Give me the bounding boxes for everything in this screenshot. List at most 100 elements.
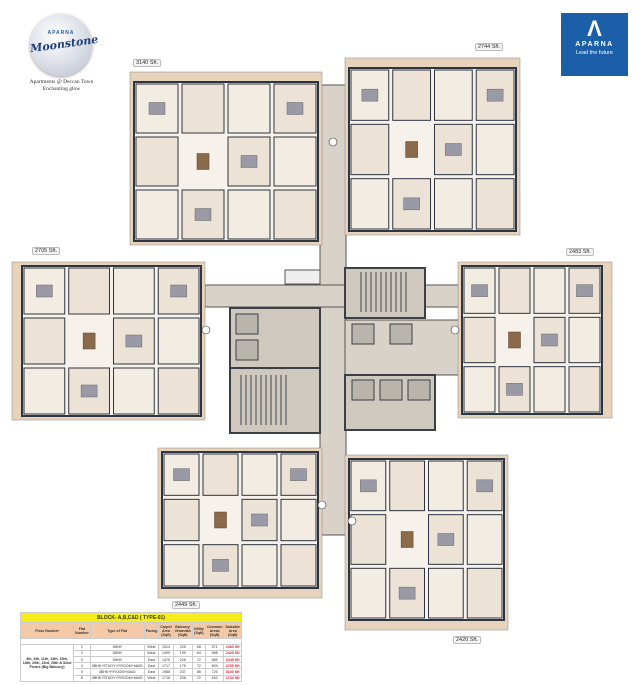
bed-furniture: [437, 533, 455, 546]
room: [273, 136, 317, 187]
room: [350, 567, 387, 619]
stair-step: [400, 272, 402, 312]
service-shaft-label-box: [284, 269, 321, 285]
room: [498, 267, 531, 314]
room: [392, 69, 431, 121]
room: [23, 317, 66, 365]
room: [350, 178, 390, 230]
stair-step: [250, 375, 252, 425]
dining-table: [196, 153, 210, 170]
stair-step: [360, 272, 362, 312]
header-type: Type of Flat: [89, 622, 145, 640]
bed-furniture: [360, 479, 377, 493]
stair-step: [375, 272, 377, 312]
table-title: BLOCK- A,B,C&D ( TYPE-01): [20, 611, 242, 624]
stair-step: [275, 375, 277, 425]
room: [428, 567, 464, 619]
table-cell: West: [143, 674, 160, 682]
tagline-line1: Apartments @ Deccan Town: [29, 79, 94, 85]
room: [241, 498, 278, 542]
room: [434, 69, 473, 121]
lift-shaft: [407, 379, 431, 401]
room: [475, 123, 515, 176]
stair-step: [285, 375, 287, 425]
stair-step: [260, 375, 262, 425]
room: [163, 544, 200, 587]
table-row: 4th, 6th, 11th, 13th, 15th, 18th, 20th, …: [19, 643, 242, 682]
room: [227, 189, 271, 240]
unit-2-area-label: 2420 Sft.: [453, 636, 482, 644]
header-common: Common Areas (Sqft): [204, 622, 225, 640]
dining-table: [400, 531, 414, 548]
header-balcony: Balcony/ Verandah (Sqft): [172, 622, 193, 640]
main-vertical-corridor: [319, 84, 347, 536]
unit-number-marker: [347, 516, 357, 526]
room: [157, 267, 200, 315]
moonstone-logo: APARNA Moonstone: [29, 14, 99, 76]
room: [157, 317, 200, 365]
bed-furniture: [576, 284, 593, 297]
room: [463, 366, 496, 413]
bed-furniture: [148, 102, 166, 115]
aparna-logo: Λ APARNA Lead the future: [561, 13, 628, 76]
floor-numbers-cell: 4th, 6th, 11th, 13th, 15th, 18th, 20th, …: [19, 643, 75, 682]
bed-furniture: [173, 468, 190, 481]
room: [68, 267, 110, 315]
stair-step: [370, 272, 372, 312]
header-carpet: Carpet Area (Sqft): [158, 622, 174, 640]
unit-number-marker: [201, 325, 211, 335]
lift-shaft: [379, 379, 403, 401]
bed-furniture: [486, 88, 504, 102]
room: [113, 267, 155, 315]
table-cell: 72: [191, 674, 206, 682]
table-header-row: Floor Number Flat Number Type of Flat Fa…: [19, 622, 242, 640]
bed-furniture: [251, 513, 268, 527]
room: [113, 367, 155, 415]
bed-furniture: [476, 479, 493, 493]
room: [241, 544, 278, 587]
room: [202, 453, 239, 496]
room: [273, 189, 317, 240]
lift-shaft: [351, 379, 375, 401]
header-saleable: Saleable Area (Sqft): [223, 622, 242, 640]
bed-furniture: [541, 333, 558, 347]
unit-area-table: BLOCK- A,B,C&D ( TYPE-01) Floor Number F…: [19, 611, 242, 682]
bed-furniture: [80, 384, 98, 398]
unit-number-marker: [328, 137, 338, 147]
room: [533, 267, 566, 314]
bed-furniture: [36, 284, 53, 298]
room: [157, 367, 200, 415]
stair-step: [365, 272, 367, 312]
room: [568, 316, 601, 364]
table-cell: 633: [204, 674, 225, 682]
room: [350, 514, 387, 565]
room: [135, 189, 179, 240]
room: [350, 123, 390, 176]
table-cell: 2744 Sft: [223, 674, 242, 682]
room: [280, 498, 317, 542]
bed-furniture: [361, 88, 379, 102]
unit-1-area-label: 2483 Sft.: [566, 248, 595, 256]
table-cell: 1716: [158, 674, 174, 682]
aparna-a-icon: Λ: [587, 16, 602, 41]
room: [163, 498, 200, 542]
bed-furniture: [212, 559, 229, 572]
room: [475, 178, 515, 230]
bed-furniture: [506, 383, 523, 396]
unit-number-marker: [450, 325, 460, 335]
lift-shaft: [389, 323, 413, 345]
unit-number-marker: [317, 500, 327, 510]
stair-step: [265, 375, 267, 425]
header-flat: Flat Number: [73, 622, 91, 640]
room: [241, 453, 278, 496]
bed-furniture: [471, 284, 488, 297]
stair-step: [245, 375, 247, 425]
unit-4-area-label: 2705 Sft.: [32, 247, 61, 255]
room: [135, 136, 179, 187]
room: [568, 366, 601, 413]
stair-step: [280, 375, 282, 425]
header-utility: Utility (Sqft): [191, 622, 206, 640]
lift-shaft: [351, 323, 375, 345]
